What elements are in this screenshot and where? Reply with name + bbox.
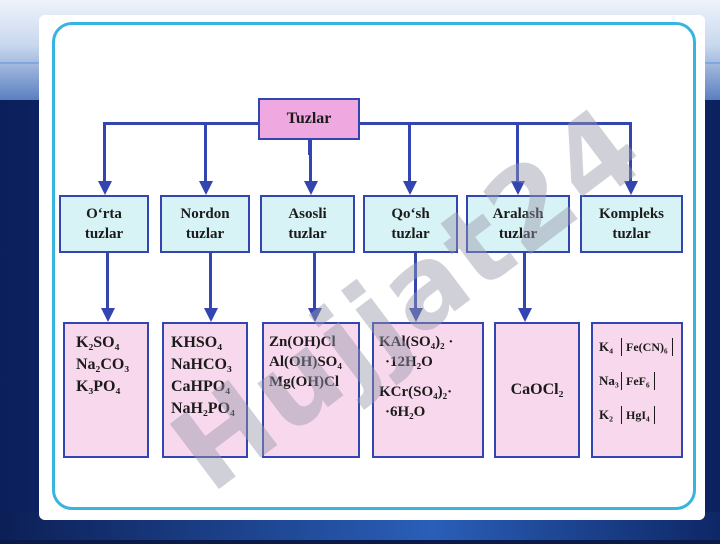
arrow-down-icon (518, 308, 532, 322)
arrow-down-icon (98, 181, 112, 195)
formula: ·6H₂O (385, 404, 426, 420)
arrow-down-icon (308, 308, 322, 322)
formula: Al(OH)SO₄ (269, 354, 342, 370)
complex-formula: K₂ HgI₄ (599, 406, 681, 424)
formula: K₂SO₄ (76, 334, 120, 351)
category-title: Kompleks (598, 206, 664, 222)
formula-prefix: Na₃ (599, 373, 619, 388)
formula: KHSO₄ (171, 334, 223, 351)
formula: K₃PO₄ (76, 378, 121, 395)
category-aralash: Aralash tuzlar (466, 195, 570, 253)
category-orta: O‘rta tuzlar (59, 195, 149, 253)
branch-1 (103, 122, 106, 182)
examples-qosh: KAl(SO₄)₂ · ·12H₂O KCr(SO₄)₂· ·6H₂O (372, 322, 484, 458)
formula-prefix: K₄ (599, 339, 614, 354)
formula: Na₂CO₃ (76, 356, 130, 373)
category-title: Aralash (492, 206, 544, 222)
link-5 (523, 253, 526, 309)
branch-6 (629, 122, 632, 182)
complex-formula: K₄ Fe(CN)₆ (599, 338, 681, 356)
category-subtitle: tuzlar (288, 226, 327, 242)
branch-4 (408, 122, 411, 182)
category-title: Asosli (288, 206, 327, 222)
arrow-down-icon (511, 181, 525, 195)
examples-nordon: KHSO₄ NaHCO₃ CaHPO₄ NaH₂PO₄ (162, 322, 248, 458)
category-title: O‘rta (86, 206, 122, 222)
category-nordon: Nordon tuzlar (160, 195, 250, 253)
category-subtitle: tuzlar (391, 226, 430, 242)
formula: KAl(SO₄)₂ · (379, 334, 454, 350)
formula-prefix: K₂ (599, 407, 614, 422)
category-subtitle: tuzlar (185, 226, 225, 242)
link-1 (106, 253, 109, 309)
arrow-down-icon (204, 308, 218, 322)
category-subtitle: tuzlar (612, 226, 651, 242)
formula: ·12H₂O (385, 354, 433, 370)
link-2 (209, 253, 212, 309)
category-qosh: Qo‘sh tuzlar (363, 195, 458, 253)
complex-ion: HgI₄ (621, 406, 655, 424)
link-3 (313, 253, 316, 309)
formula: KCr(SO₄)₂· (379, 384, 453, 400)
category-subtitle: tuzlar (84, 226, 124, 242)
arrow-down-icon (403, 181, 417, 195)
examples-orta: K₂SO₄ Na₂CO₃ K₃PO₄ (63, 322, 149, 458)
arrow-down-icon (409, 308, 423, 322)
examples-aralash: CaOCl₂ (494, 322, 580, 458)
branch-5 (516, 122, 519, 182)
formula: Mg(OH)Cl (269, 374, 339, 390)
category-asosli: Asosli tuzlar (260, 195, 355, 253)
examples-kompleks: K₄ Fe(CN)₆ Na₃ FeF₆ K₂ HgI₄ (591, 322, 683, 458)
branch-2 (204, 122, 207, 182)
category-title: Nordon (180, 206, 230, 222)
formula: NaH₂PO₄ (171, 400, 235, 417)
bus-left (103, 122, 258, 125)
complex-formula: Na₃ FeF₆ (599, 372, 681, 390)
arrow-down-icon (101, 308, 115, 322)
formula: CaHPO₄ (171, 378, 231, 395)
arrow-down-icon (199, 181, 213, 195)
complex-ion: Fe(CN)₆ (621, 338, 673, 356)
category-title: Qo‘sh (391, 206, 430, 222)
branch-3 (309, 140, 312, 182)
root-node-tuzlar: Tuzlar (258, 98, 360, 140)
formula: NaHCO₃ (171, 356, 232, 373)
formula: CaOCl₂ (510, 381, 564, 398)
category-kompleks: Kompleks tuzlar (580, 195, 683, 253)
arrow-down-icon (624, 181, 638, 195)
complex-ion: FeF₆ (621, 372, 655, 390)
root-label: Tuzlar (286, 110, 332, 127)
bus-right (360, 122, 632, 125)
arrow-down-icon (304, 181, 318, 195)
examples-asosli: Zn(OH)Cl Al(OH)SO₄ Mg(OH)Cl (262, 322, 360, 458)
link-4 (414, 253, 417, 309)
category-subtitle: tuzlar (498, 226, 538, 242)
formula: Zn(OH)Cl (269, 334, 336, 350)
